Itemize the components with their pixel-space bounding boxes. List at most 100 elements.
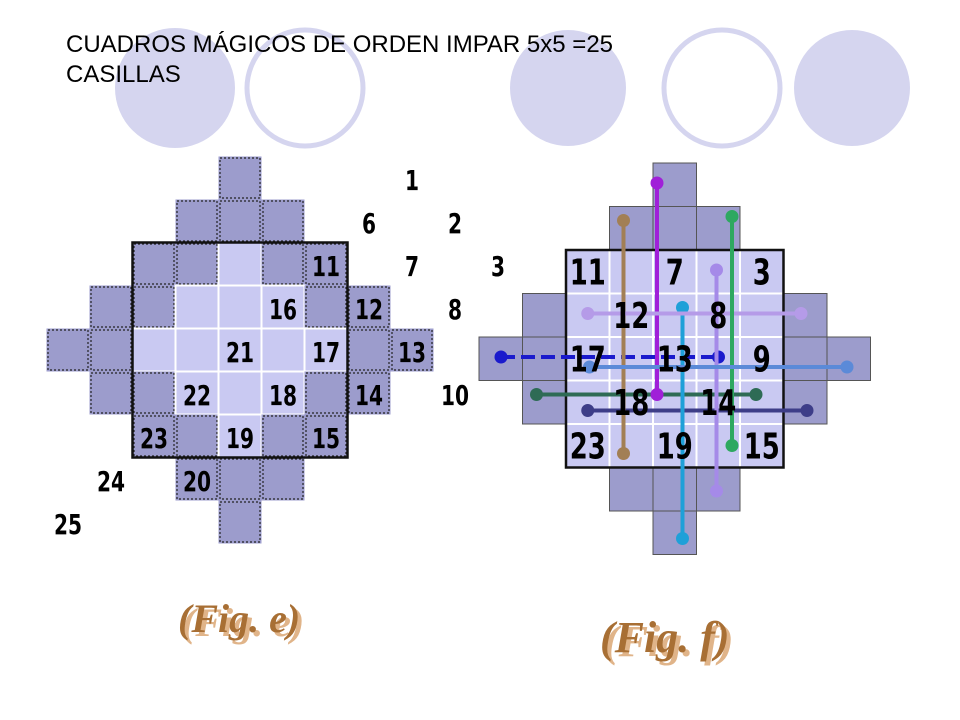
diamond-cell-border [262,200,304,242]
cell-number: 24 [97,465,125,498]
diamond-cell-border [305,286,347,328]
grid-number: 9 [753,340,771,381]
diamond-cell-border [348,286,390,328]
outer-cell [652,510,697,555]
guide-dot [494,350,508,364]
diamond-cell [132,242,176,286]
inner-cell [608,249,654,295]
diamond-cell-border [176,458,218,500]
diamond-cell [347,285,391,329]
diamond-cell [260,284,306,330]
cell-number: 2 [448,207,462,240]
caption-e: (Fig. e) [178,596,300,641]
diamond-cell [261,414,305,458]
diamond-cell [132,414,176,458]
outer-cell [652,206,697,251]
deco-circle [794,30,910,146]
cell-number: 23 [140,422,168,455]
diamond-cell-border [348,329,390,371]
diamond-cell-border [262,415,304,457]
diamond-cell-border [133,372,175,414]
cell-number: 25 [54,508,82,541]
diamond-cell-border [90,286,132,328]
diamond-cell [218,457,262,501]
diamond-cell-border [219,458,261,500]
guide-dot [581,307,595,320]
diamond-cell [175,242,219,286]
diamond-cell-border [219,200,261,242]
diamond-cell-border [391,329,433,371]
deco-circle [115,28,235,148]
title-line-1: CUADROS MÁGICOS DE ORDEN IMPAR 5x5 =25 [66,31,614,58]
diamond-cell [218,500,262,544]
diamond-cell [347,371,391,415]
guide-dot [710,484,723,498]
guide-dot [530,388,543,401]
outer-cell [522,293,567,338]
guide-dot [710,263,723,277]
diamond-cell [218,199,262,243]
guide-dot [650,388,664,401]
diamond-cell [89,328,133,372]
inner-cell [652,423,698,469]
diamond-cell-border [90,329,132,371]
deco-circle [510,30,626,146]
diamond-cell-border [219,501,261,543]
grid-number: 18 [613,383,649,424]
guide-dot [725,439,739,452]
grid-number: 8 [709,296,727,337]
diamond-cell [217,284,263,330]
diamond-cell [175,414,219,458]
grid-number: 17 [570,340,606,381]
diamond-cell-border [176,415,218,457]
diamond-cell [261,199,305,243]
diamond-cell [89,371,133,415]
guide-dot [617,447,630,460]
diamond-cell-border [305,243,347,285]
diamond-cell [261,457,305,501]
diamond-cell-border [133,415,175,457]
diamond-cell [390,328,434,372]
diamond-cell [218,156,262,200]
cell-number: 8 [448,293,462,326]
cell-number: 20 [183,465,211,498]
outer-cell [522,380,567,425]
diamond-cell-border [133,286,175,328]
inner-cell [608,423,654,469]
guide-dot [617,214,630,227]
grid-number: 14 [700,383,736,424]
diamond-cell [46,328,90,372]
guide-dot [583,360,596,374]
caption-e-shadow: (Fig. e) [182,600,304,645]
grid-number: 13 [657,340,693,381]
cell-number: 10 [441,379,469,412]
guide-dot [840,360,854,374]
diamond-cell-border [305,372,347,414]
grid-number: 19 [657,427,693,468]
diamond-cell [304,242,348,286]
diamond-cell-border [262,458,304,500]
grid-number: 11 [570,253,606,294]
diamond-cell-border [219,157,261,199]
outer-cell [783,336,828,381]
inner-cell [565,423,611,469]
guide-dot [581,404,595,417]
cell-number: 22 [183,379,211,412]
diamond-cell [132,371,176,415]
grid-number: 15 [744,427,780,468]
grid-number: 23 [570,427,606,468]
diamond-cell-border [47,329,89,371]
guide-dot [725,210,739,223]
cell-number: 14 [355,379,383,412]
diamond-cell [261,242,305,286]
guide-dot [800,404,814,417]
cell-number: 6 [362,207,376,240]
guide-dot [676,301,689,314]
grid-number: 7 [666,253,684,294]
caption-f: (Fig. f) [600,613,730,662]
cell-number: 21 [226,336,254,369]
